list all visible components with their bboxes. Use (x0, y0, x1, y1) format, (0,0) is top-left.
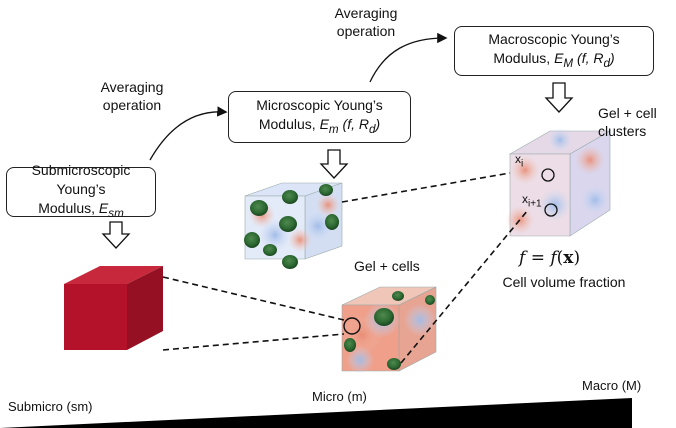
macro-modulus-box: Macroscopic Young’s Modulus, EM (f, Rd) (454, 26, 654, 76)
scale-label-micro: Micro (m) (312, 389, 367, 404)
x-i-label: xi (515, 152, 524, 170)
macro-sample-circle-i (541, 168, 555, 182)
averaging-label-1: Averaging operation (100, 79, 164, 113)
formula-caption: Cell volume fraction (502, 274, 626, 290)
gel-cells-label: Gel + cells (354, 258, 420, 274)
dashed-connectors (162, 172, 529, 364)
macro-box-line1: Macroscopic Young’s (488, 30, 620, 47)
submicro-cube (64, 266, 163, 350)
down-arrow-submicro (101, 221, 131, 249)
gel-cell-clusters-label: Gel + cell clusters (598, 105, 657, 139)
x-i1-label: xi+1 (522, 192, 542, 210)
averaging-arrow-1 (149, 106, 228, 161)
micro-cube-zoom (341, 286, 437, 374)
micro-sample-circle (343, 317, 361, 335)
scale-label-submicro: Submicro (sm) (8, 399, 93, 414)
scale-wedge (0, 398, 632, 428)
down-arrow-macro (544, 82, 574, 113)
scale-label-macro: Macro (M) (582, 378, 642, 393)
down-arrow-micro (319, 149, 349, 179)
submicro-box-line1: Submicroscopic Young’s (31, 162, 131, 198)
macro-cube (506, 128, 612, 237)
submicro-modulus-box: Submicroscopic Young’s Modulus, Esm (6, 162, 156, 220)
micro-box-line1: Microscopic Young’s (256, 96, 383, 113)
micro-cube-gel-cells (244, 182, 343, 269)
macro-sample-circle-i1 (544, 203, 558, 217)
averaging-arrow-2 (369, 32, 448, 83)
cell-volume-formula: f = f(x) (519, 248, 581, 268)
averaging-label-2: Averaging operation (334, 5, 398, 39)
micro-modulus-box: Microscopic Young’s Modulus, Em (f, Rd) (228, 91, 411, 143)
